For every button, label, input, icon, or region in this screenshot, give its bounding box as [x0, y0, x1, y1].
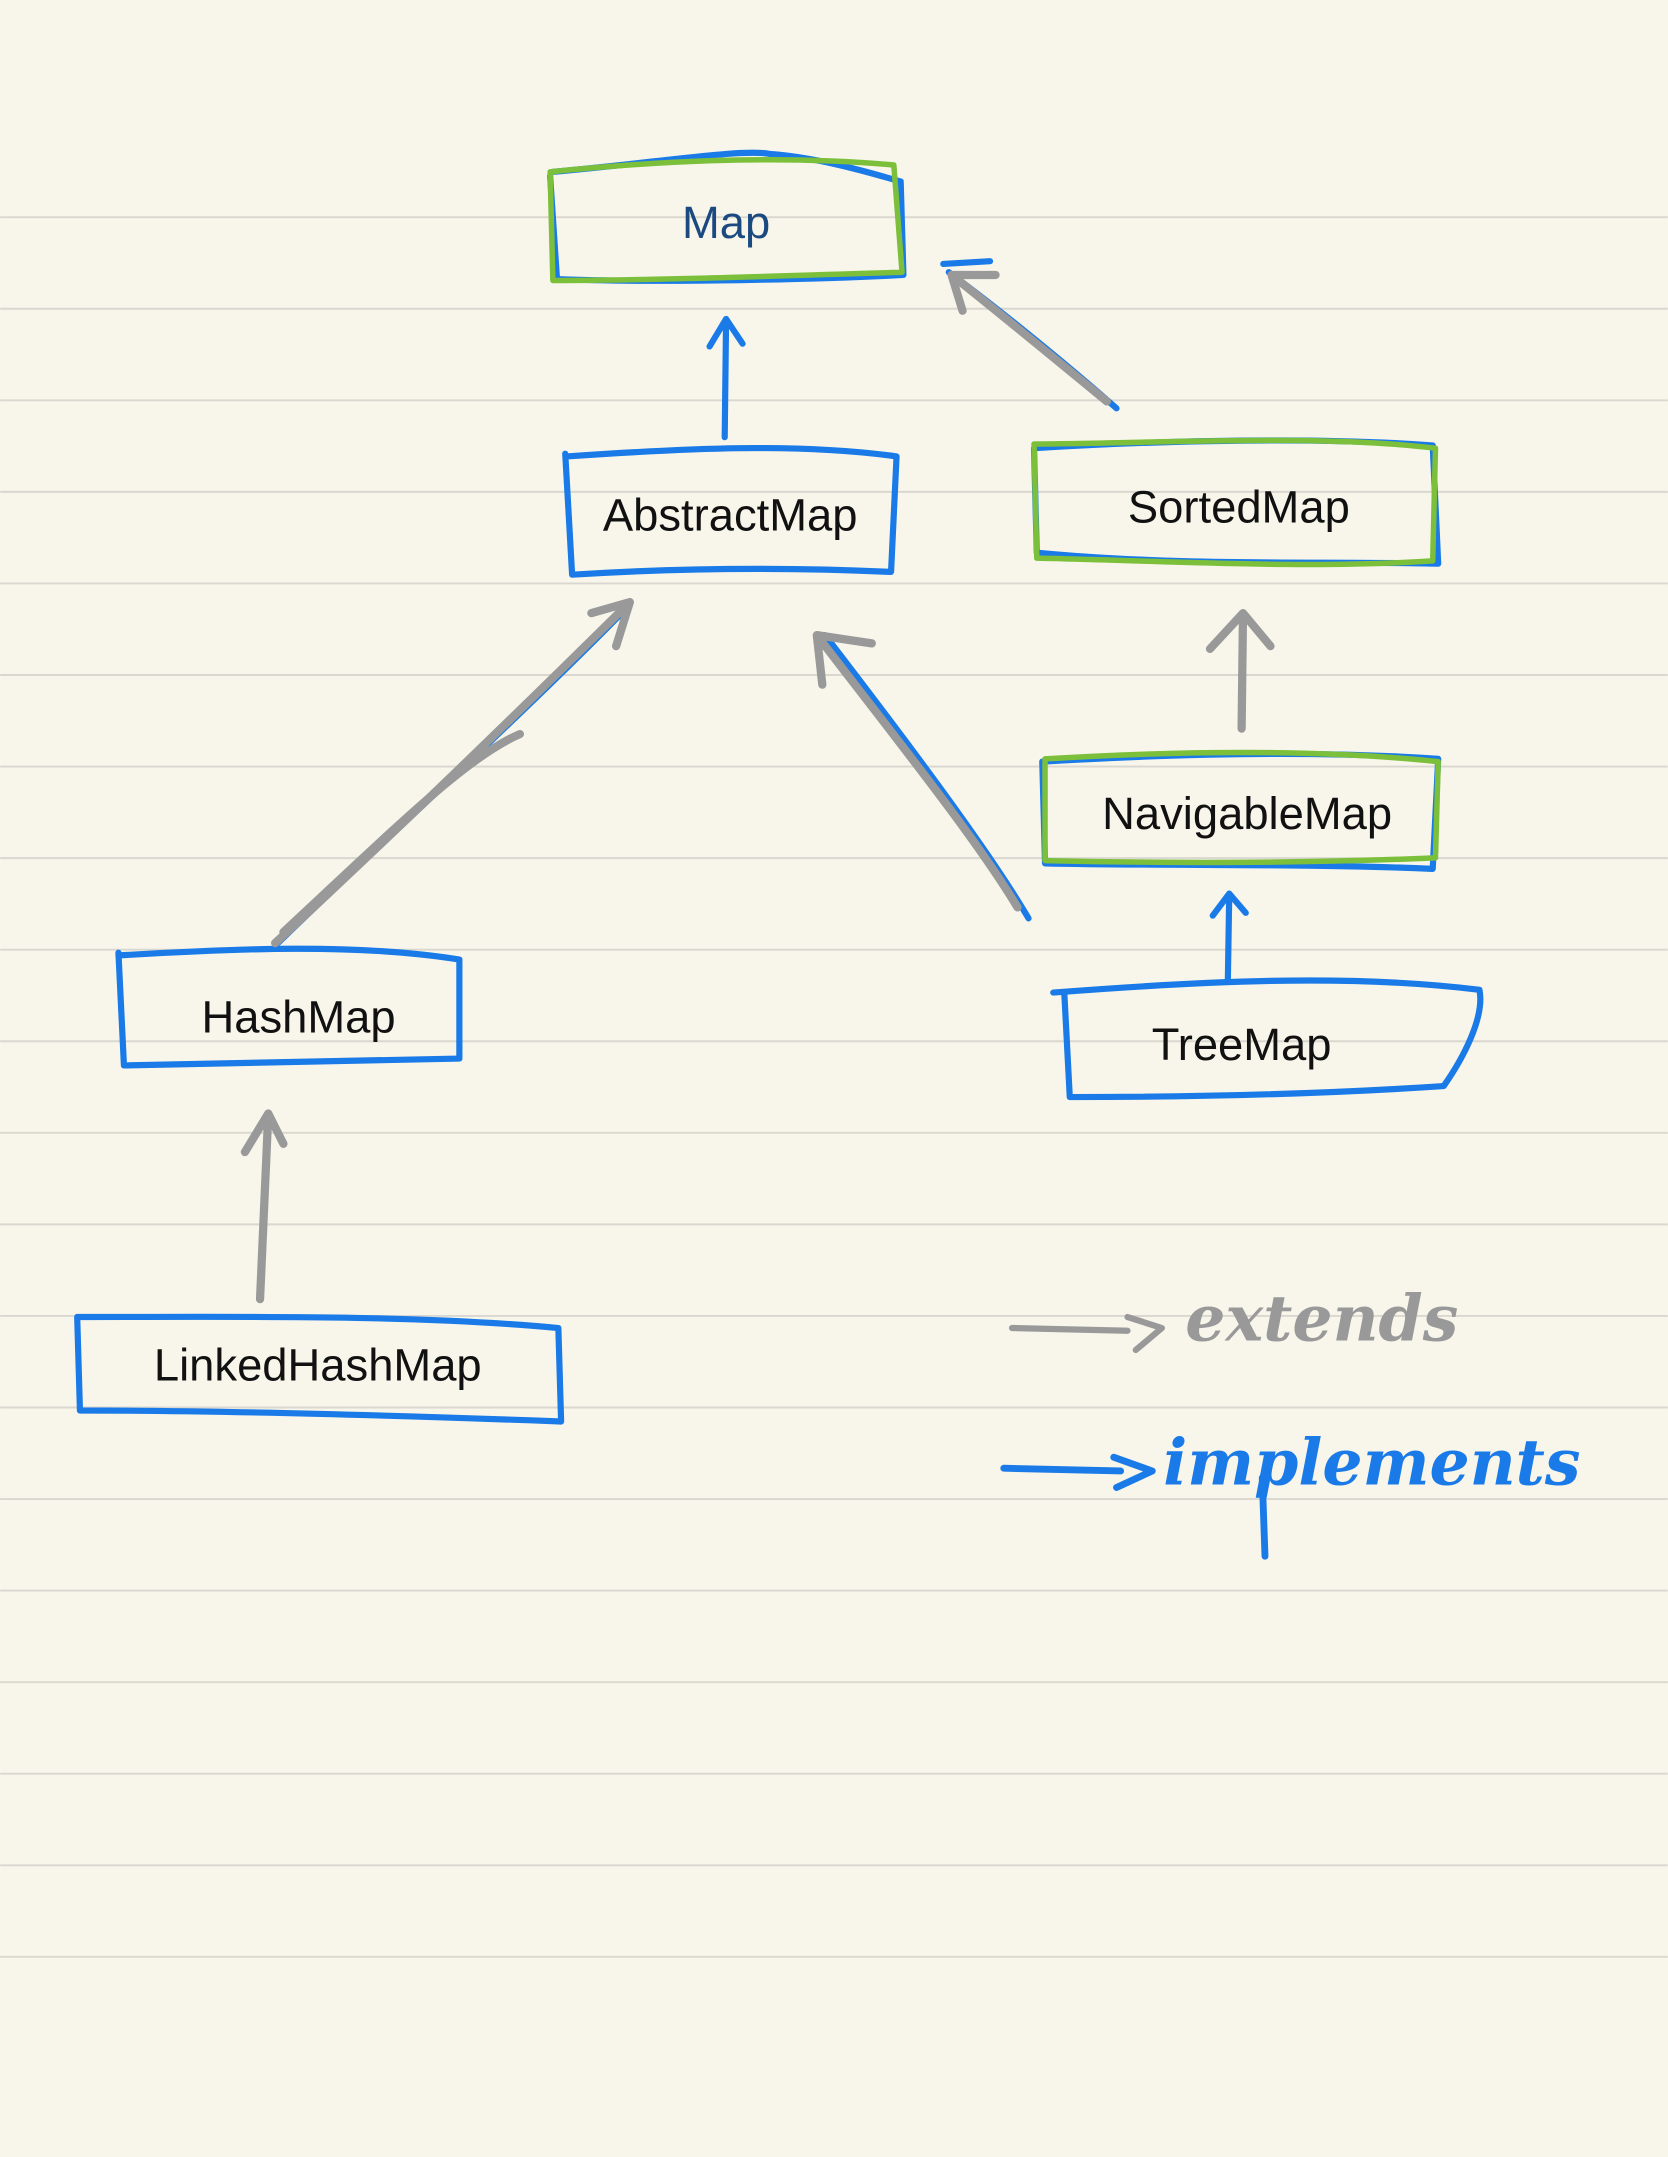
node-hash-map: HashMap — [115, 945, 463, 1069]
node-label: TreeMap — [1152, 1019, 1332, 1070]
arrow-navigablemap-extends-sortedmap — [1205, 609, 1275, 733]
arrow-sortedmap-extends-map — [940, 258, 1120, 412]
node-label: AbstractMap — [603, 490, 858, 541]
arrow-hashmap-extends-abstractmap — [271, 598, 634, 948]
node-label: HashMap — [201, 991, 395, 1042]
legend-implements-label: implements — [1163, 1426, 1580, 1500]
node-linked-hash-map: LinkedHashMap — [74, 1313, 565, 1425]
node-label: Map — [682, 197, 770, 248]
node-navigable-map: NavigableMap — [1039, 749, 1442, 872]
node-label: SortedMap — [1128, 481, 1350, 532]
legend-extends: extends — [1008, 1281, 1458, 1355]
legend-implements: implements — [1000, 1426, 1580, 1560]
node-label: LinkedHashMap — [154, 1339, 482, 1390]
arrow-treemap-extends-abstractmap — [812, 631, 1032, 922]
arrow-abstractmap-implements-map — [706, 315, 746, 441]
legend-extends-label: extends — [1185, 1281, 1458, 1355]
node-abstract-map: AbstractMap — [562, 444, 900, 578]
arrow-linkedhashmap-extends-hashmap — [240, 1109, 288, 1304]
node-tree-map: TreeMap — [1050, 977, 1484, 1101]
arrow-treemap-implements-navigablemap — [1209, 890, 1249, 982]
node-map: Map — [547, 149, 907, 284]
node-sorted-map: SortedMap — [1030, 437, 1442, 568]
node-label: NavigableMap — [1102, 788, 1392, 839]
